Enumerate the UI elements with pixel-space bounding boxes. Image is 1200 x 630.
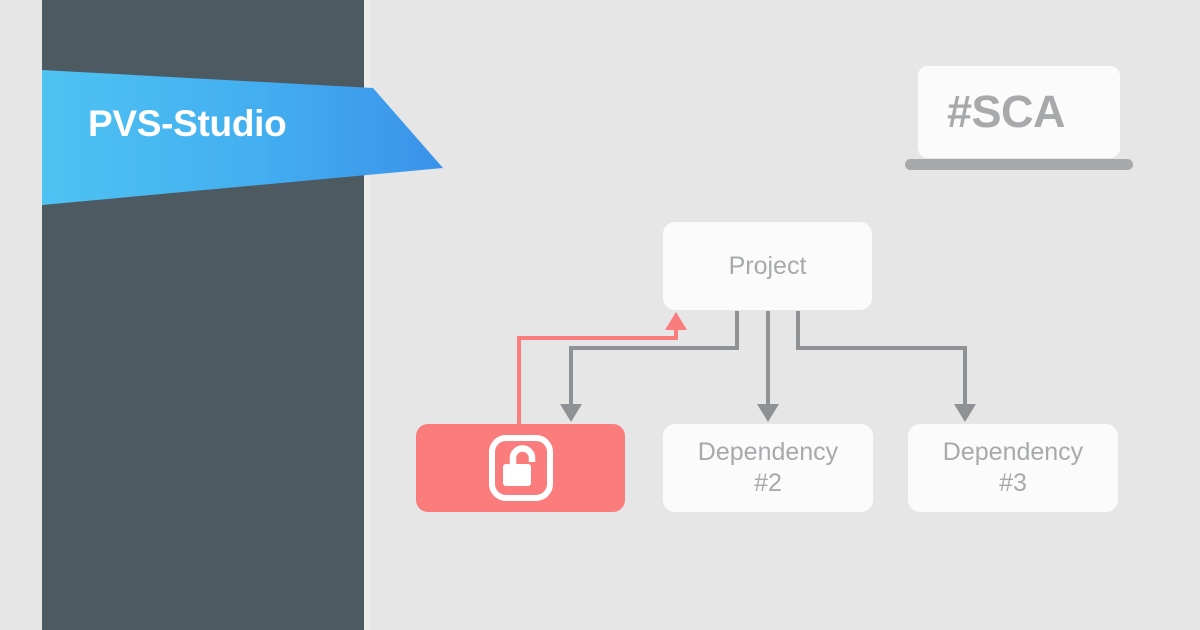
node-project-label: Project — [728, 251, 807, 280]
edge-project-to-dep1 — [560, 311, 739, 422]
node-dependency-2-label: Dependency #2 — [698, 437, 838, 499]
sca-badge-label: #SCA — [946, 86, 1066, 137]
node-vulnerable-dependency[interactable] — [416, 424, 625, 512]
node-project[interactable]: Project — [663, 222, 872, 310]
open-lock-icon — [488, 435, 553, 501]
laptop-screen-icon — [918, 66, 1120, 158]
edge-project-to-dep2 — [757, 311, 779, 422]
left-dark-panel — [42, 0, 364, 630]
node-dependency-2-label-line1: Dependency — [697, 438, 839, 466]
node-dependency-3[interactable]: Dependency #3 — [908, 424, 1118, 512]
node-dependency-2[interactable]: Dependency #2 — [663, 424, 873, 512]
laptop-base-icon — [905, 159, 1133, 170]
node-dependency-3-label-line2: #3 — [999, 469, 1027, 497]
node-dependency-3-label: Dependency #3 — [943, 437, 1083, 499]
node-dependency-3-label-line1: Dependency — [942, 438, 1084, 466]
edge-project-to-dep3 — [796, 311, 976, 422]
panel-edge-divider — [364, 0, 370, 630]
edge-vulnerability-to-project — [517, 312, 687, 440]
sca-badge: #SCA — [905, 66, 1133, 174]
node-dependency-2-label-line2: #2 — [754, 469, 782, 497]
